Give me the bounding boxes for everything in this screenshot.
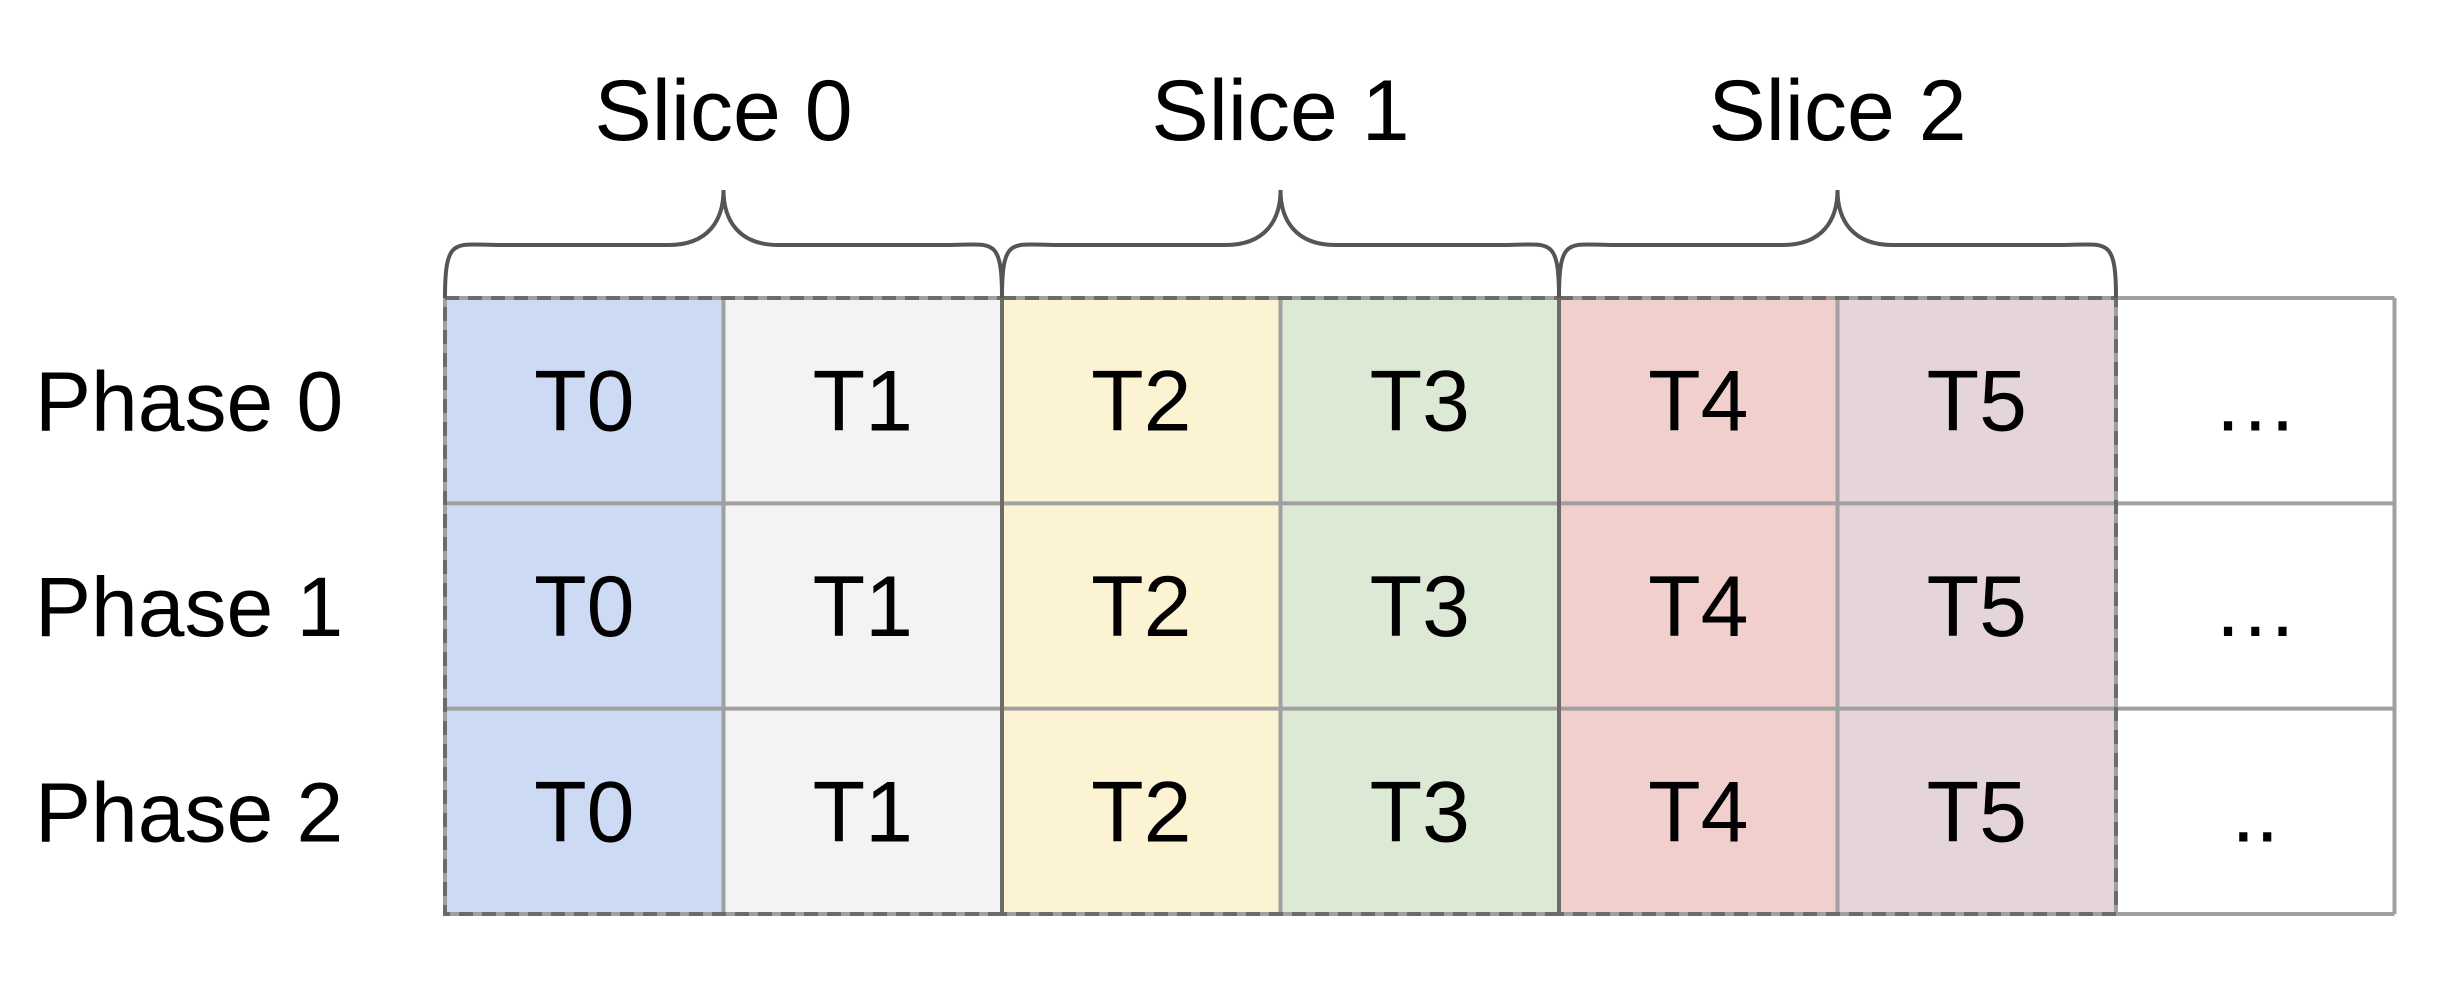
cell-label: T5	[1927, 764, 2027, 860]
cell-p0-c3	[1280, 298, 1559, 504]
cell-p0-c1	[723, 298, 1002, 504]
phase-2-label: Phase 2	[35, 765, 343, 859]
cell-label: ..	[2231, 764, 2279, 860]
cell-p1-c2	[1002, 503, 1281, 709]
cell-label: T1	[813, 764, 913, 860]
cell-p2-c2	[1002, 708, 1281, 914]
phase-0-label: Phase 0	[35, 355, 343, 449]
cell-p2-c4	[1559, 708, 1838, 914]
cell-p2-c6	[2116, 708, 2395, 914]
cell-p0-c5	[1837, 298, 2116, 504]
cell-p2-c1	[723, 708, 1002, 914]
cell-p1-c0	[445, 503, 724, 709]
slice-0-label: Slice 0	[594, 63, 852, 159]
slice-0-brace	[443, 189, 1004, 299]
cell-label: T3	[1370, 354, 1470, 450]
cell-label: T0	[534, 354, 634, 450]
slice-2-border	[1557, 296, 2118, 916]
cell-label: T2	[1091, 764, 1191, 860]
cell-label: …	[2212, 559, 2298, 655]
cell-p1-c6	[2116, 503, 2395, 709]
cell-p1-c3	[1280, 503, 1559, 709]
cell-label: …	[2212, 354, 2298, 450]
slice-braces	[443, 189, 2118, 299]
cell-label: T3	[1370, 559, 1470, 655]
cell-label: T2	[1091, 559, 1191, 655]
cell-p0-c6	[2116, 298, 2395, 504]
cell-label: T4	[1648, 354, 1748, 450]
slice-2-label: Slice 2	[1708, 63, 1966, 159]
slice-borders	[443, 296, 2118, 916]
slice-1-brace	[1000, 189, 1561, 299]
cell-p1-c1	[723, 503, 1002, 709]
cell-label: T5	[1927, 354, 2027, 450]
cell-p1-c4	[1559, 503, 1838, 709]
cell-label: T5	[1927, 559, 2027, 655]
cell-label: T2	[1091, 354, 1191, 450]
cell-label: T1	[813, 354, 913, 450]
slice-2-brace	[1557, 189, 2118, 299]
cell-label: T3	[1370, 764, 1470, 860]
cell-label: T1	[813, 559, 913, 655]
cells-layer	[445, 298, 2395, 914]
cell-p2-c5	[1837, 708, 2116, 914]
slice-1-label: Slice 1	[1151, 63, 1409, 159]
cell-label: T4	[1648, 559, 1748, 655]
cell-label: T0	[534, 559, 634, 655]
phase-1-label: Phase 1	[35, 560, 343, 654]
cell-p0-c4	[1559, 298, 1838, 504]
cell-p0-c0	[445, 298, 724, 504]
cell-p2-c0	[445, 708, 724, 914]
cell-p1-c5	[1837, 503, 2116, 709]
cell-p0-c2	[1002, 298, 1281, 504]
cell-label: T4	[1648, 764, 1748, 860]
cell-p2-c3	[1280, 708, 1559, 914]
cell-label: T0	[534, 764, 634, 860]
